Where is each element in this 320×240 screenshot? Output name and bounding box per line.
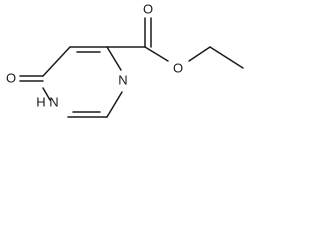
bond-n3-c2 <box>106 91 123 118</box>
bond-c6-c5 <box>42 46 71 77</box>
atom-label-oxo-oxygen: O <box>6 71 16 86</box>
chemical-structure-diagram: O H N N O O <box>6 2 244 118</box>
atom-label-ring-nh-h: H <box>36 95 45 110</box>
bond-n1-c6 <box>42 87 51 101</box>
bond-ester-o-ch2 <box>188 46 211 62</box>
atom-label-ring-n: N <box>118 73 127 88</box>
atom-label-ester-oxygen: O <box>173 61 183 76</box>
atom-label-carbonyl-oxygen: O <box>143 2 153 17</box>
atom-label-ring-nh: N <box>49 95 58 110</box>
bond-ch2-ch3 <box>209 46 244 69</box>
bond-c4-n3 <box>106 46 122 71</box>
bond-carboxyl-ester-o <box>144 46 169 62</box>
